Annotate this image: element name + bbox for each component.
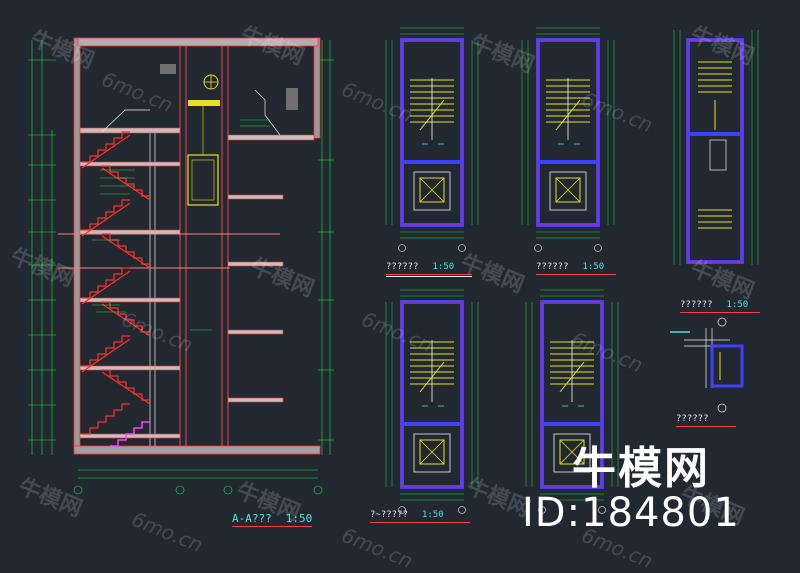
watermark-id: ID:184801 (522, 490, 740, 536)
plan-1 (384, 26, 480, 254)
caption-plan-4: ?~?????1:50 (370, 510, 444, 520)
section-drawing (28, 37, 334, 495)
caption-underline-section (232, 526, 312, 527)
caption-underline-1b (386, 276, 472, 277)
caption-section: A-A???1:50 (232, 512, 313, 525)
caption-underline-3 (680, 312, 760, 313)
detail-drawing (670, 317, 744, 413)
caption-plan-2: ??????1:50 (536, 262, 605, 272)
watermark-logo: 牛模网 (572, 443, 710, 494)
plan-3 (384, 288, 480, 516)
plan-5 (673, 30, 759, 265)
caption-underline-5 (676, 426, 736, 427)
caption-underline-2 (536, 274, 616, 275)
caption-plan-3: ??????1:50 (680, 300, 749, 310)
caption-underline-4 (370, 522, 470, 523)
caption-underline-1 (386, 274, 472, 275)
caption-plan-1: ??????1:50 (386, 262, 455, 272)
caption-detail: ?????? (676, 414, 709, 424)
plan-2 (520, 26, 616, 254)
